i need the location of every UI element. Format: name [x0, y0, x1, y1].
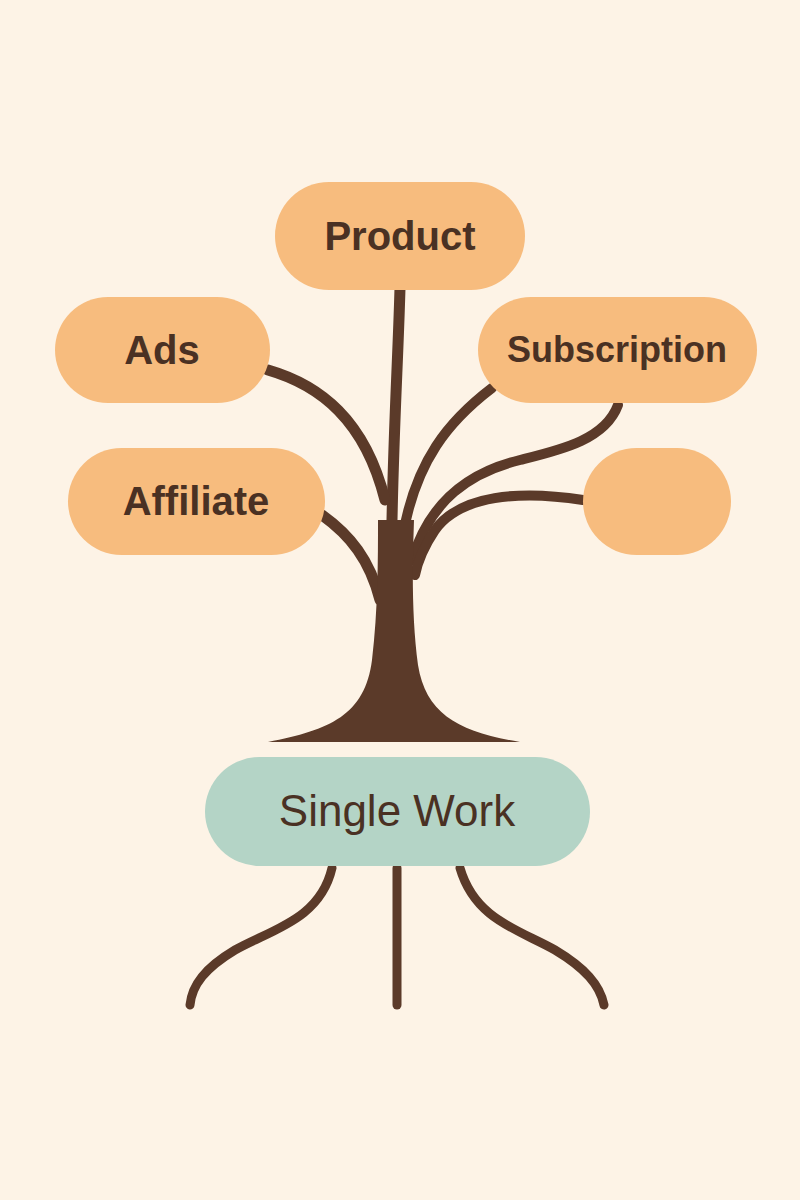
root-pill: Single Work [205, 757, 590, 866]
node-label: Single Work [279, 787, 515, 835]
revenue-pill: Ads [55, 297, 270, 403]
node-label: Affiliate [123, 479, 270, 523]
node-label: Subscription [507, 330, 727, 370]
empty-pill [583, 448, 731, 555]
tree-roots [190, 868, 604, 1005]
tree-trunk [268, 520, 520, 742]
revenue-pill: Subscription [478, 297, 757, 403]
node-label: Ads [124, 328, 200, 372]
node-label: Product [324, 214, 475, 258]
revenue-pill: Product [275, 182, 525, 290]
revenue-pill: Affiliate [68, 448, 325, 555]
